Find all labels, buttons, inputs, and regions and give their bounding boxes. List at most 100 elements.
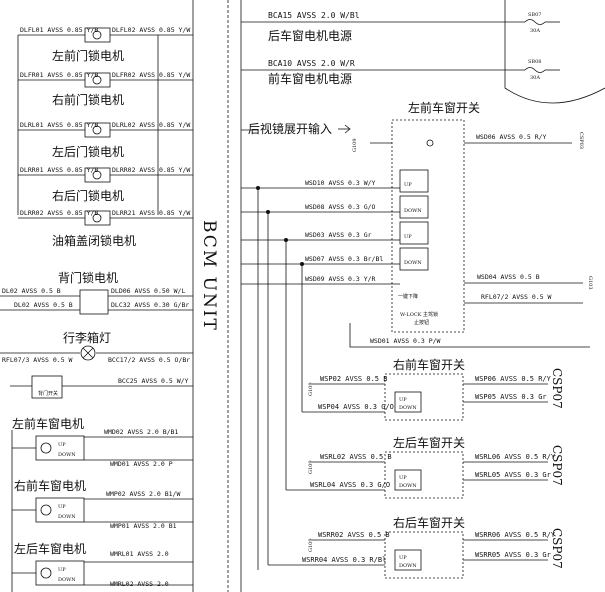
wire-label: WSRL02 AVSS 0.5 B (320, 453, 392, 461)
wire-label: DLRR01 AVSS 0.85 Y/B (20, 166, 98, 174)
ground-label: G109 (352, 138, 358, 152)
wire-label: DL02 AVSS 0.5 B (2, 287, 61, 295)
motor-label: 右前门锁电机 (52, 92, 124, 107)
window-motor-label: 左后车窗电机 (14, 541, 86, 556)
down-label: DOWN (399, 483, 417, 489)
wire-label: RFL07/3 AVSS 0.5 W (2, 356, 73, 364)
up-label: UP (404, 182, 412, 188)
wire-label: DLFR02 AVSS 0.85 Y/W (112, 71, 190, 79)
wlock-label-2: 止按钮 (414, 319, 429, 326)
back-lock-motor: 背门锁电机 DL02 AVSS 0.5 B DL02 AVSS 0.5 B DL… (0, 270, 193, 315)
wire-label: WMRL02 AVSS 2.0 (110, 580, 169, 588)
fuse-box-outline (504, 0, 605, 104)
wire-label: WSD08 AVSS 0.3 G/O (305, 203, 376, 211)
up-label: UP (58, 442, 66, 448)
down-label: DOWN (399, 563, 417, 569)
wire-label: WSD06 AVSS 0.5 R/Y (476, 133, 547, 141)
wire-label: WSRR04 AVSS 0.3 R/Bl (302, 556, 386, 564)
down-label: DOWN (399, 405, 417, 411)
onekey-label: 一键下降 (398, 293, 418, 300)
connector-label: CSP07 (550, 445, 564, 486)
wire-label: WSRR05 AVSS 0.3 Gr (475, 551, 551, 559)
wlock-label: W-LOCK 主驾锁 (400, 311, 438, 318)
wire-label: WSD09 AVSS 0.3 Y/R (305, 275, 376, 283)
down-label: DOWN (58, 577, 76, 583)
mirror-label: 后视镜展开输入 (248, 121, 332, 136)
window-motor-1: 右前车窗电机 UP DOWN WMP02 AVSS 2.0 B1/W WMP01… (12, 478, 193, 530)
window-motor-0: 左前车窗电机 UP DOWN WMD02 AVSS 2.0 B/B1 WMD01… (12, 416, 193, 468)
up-label: UP (399, 397, 407, 403)
trunk-lamp: 行李箱灯 RFL07/3 AVSS 0.5 W BCC17/2 AVSS 0.5… (0, 330, 193, 364)
motor-label: 左前门锁电机 (52, 48, 124, 63)
wire-label: BCA10 AVSS 2.0 W/R (268, 59, 355, 68)
sub-switch-0: 右前车窗开关 UP DOWN WSP02 AVSS 0.5 B G109 WSP… (302, 357, 564, 421)
motor-label: 左后门锁电机 (52, 144, 124, 159)
wire-label: DLFR01 AVSS 0.85 Y/B (20, 71, 98, 79)
wire-label: WSP06 AVSS 0.5 R/Y (475, 375, 552, 383)
sub-switch-1: 左后车窗开关 UP DOWN WSRL02 AVSS 0.5 B G109 WS… (286, 435, 564, 499)
lock-motor-1: DLFR01 AVSS 0.85 Y/B DLFR02 AVSS 0.85 Y/… (18, 71, 193, 107)
wire-label: DLD06 AVSS 0.50 W/L (111, 287, 185, 295)
main-window-switch: 左前车窗开关 G109 WSD06 AVSS 0.5 R/Y CSP03 UP … (241, 100, 593, 348)
fuse-sb07 (524, 19, 546, 25)
switch-title: 左后车窗开关 (393, 435, 465, 450)
fuse-label: SB07 (528, 12, 541, 18)
wire-label: DLRL01 AVSS 0.85 Y/B (20, 121, 98, 129)
window-motor-label: 左前车窗电机 (12, 416, 84, 431)
up-label: UP (58, 567, 66, 573)
wire-label: BCC17/2 AVSS 0.5 O/Br (108, 356, 190, 364)
lock-motor-2: DLRL01 AVSS 0.85 Y/B DLRL02 AVSS 0.85 Y/… (18, 121, 193, 159)
fuse-amp: 30A (530, 28, 540, 34)
motor-label: 右后门锁电机 (52, 188, 124, 203)
wire-label: WSD10 AVSS 0.3 W/Y (305, 179, 376, 187)
mirror-input: 后视镜展开输入 (241, 121, 351, 136)
wire-label: BCC25 AVSS 0.5 W/Y (118, 377, 189, 385)
connector-label: CSP03 (578, 132, 584, 149)
down-label: DOWN (404, 208, 422, 214)
motor-label: 油箱盖闭锁电机 (52, 233, 136, 248)
lock-motor-0: DLFL01 AVSS 0.85 Y/B DLFL02 AVSS 0.85 Y/… (18, 26, 193, 63)
wire-label: DLFL02 AVSS 0.85 Y/W (112, 26, 190, 34)
wire-label: WSRR02 AVSS 0.5 B (318, 531, 390, 539)
up-label: UP (404, 234, 412, 240)
sub-switch-2: 右后车窗开关 UP DOWN WSRR02 AVSS 0.5 B G109 WS… (268, 515, 564, 579)
wire-label: DLFL01 AVSS 0.85 Y/B (20, 26, 98, 34)
connector-label: CSP07 (550, 368, 564, 409)
wire-label: WSRL06 AVSS 0.5 R/Y (475, 453, 556, 461)
switch-title: 左前车窗开关 (408, 100, 480, 115)
bcm-unit-label: BCM UNIT (199, 220, 219, 332)
ground-label: G109 (308, 538, 314, 552)
fuse-sb08 (524, 67, 546, 73)
wire-label: WSD03 AVSS 0.3 Gr (305, 231, 372, 239)
wire-label: WSD07 AVSS 0.3 Br/Bl (305, 255, 383, 263)
wire-label: WSRL04 AVSS 0.3 G/O (310, 481, 390, 489)
wire-label: DLRR02 AVSS 0.85 Y/W (112, 166, 190, 174)
up-label: UP (399, 555, 407, 561)
wire-label: WSP05 AVSS 0.3 Gr (475, 393, 547, 401)
ground-label: G103 (587, 276, 593, 290)
up-label: UP (58, 504, 66, 510)
wire-label: WSP04 AVSS 0.3 G/O (318, 403, 394, 411)
ground-label: G109 (308, 382, 314, 396)
back-lock-label: 背门锁电机 (58, 270, 118, 285)
wire-label: WMD01 AVSS 2.0 P (110, 460, 173, 468)
wire-label: WSD01 AVSS 0.3 P/W (370, 337, 441, 345)
down-label: DOWN (58, 452, 76, 458)
down-label: DOWN (404, 260, 422, 266)
wire-label: RFL07/2 AVSS 0.5 W (481, 293, 552, 301)
lamp-icon (80, 345, 96, 361)
switch-title: 右前车窗开关 (393, 357, 465, 372)
lock-motor-3: DLRR01 AVSS 0.85 Y/B DLRR02 AVSS 0.85 Y/… (18, 166, 193, 203)
feed-label: 后车窗电机电源 (268, 28, 352, 43)
wire-label: DLRR21 AVSS 0.85 Y/W (112, 209, 190, 217)
connector-label: CSP07 (550, 528, 564, 569)
wire-label: BCA15 AVSS 2.0 W/Bl (268, 11, 360, 20)
trunk-switch: 背门开关 BCC25 AVSS 0.5 W/Y (10, 375, 193, 399)
down-label: DOWN (58, 514, 76, 520)
wire-label: WSRR06 AVSS 0.5 R/Y (475, 531, 556, 539)
ground-label: G109 (308, 460, 314, 474)
feed-label: 前车窗电机电源 (268, 71, 352, 86)
window-motor-label: 右前车窗电机 (14, 478, 86, 493)
lock-motor-4: DLRR02 AVSS 0.85 Y/B DLRR21 AVSS 0.85 Y/… (18, 209, 193, 248)
wire-label: DLRL02 AVSS 0.85 Y/W (112, 121, 190, 129)
